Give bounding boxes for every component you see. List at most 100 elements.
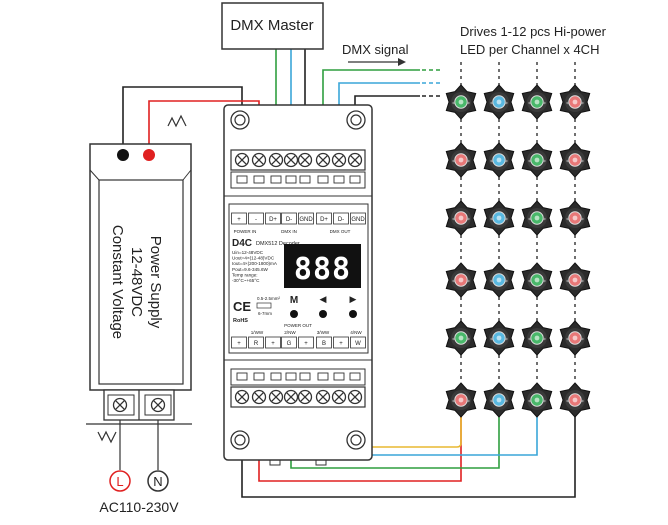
bottom-terminal-screw-2: [251, 389, 267, 405]
display-digits: 888: [294, 252, 351, 287]
bottom-terminal-label-8: W: [355, 341, 361, 347]
mains-voltage-label: AC110-230V: [99, 499, 179, 515]
bottom-terminal-label-7: +: [339, 341, 343, 347]
top-slot-2: [253, 175, 265, 184]
rohs-mark: RoHS: [233, 318, 248, 324]
ce-mark: CE: [233, 299, 251, 314]
led-r3-c3: [521, 200, 553, 236]
psu-label-1: Power Supply: [147, 236, 164, 329]
led-r1-c3: [521, 84, 553, 120]
wire-spec-1: 0.5-2.5mm²: [257, 296, 281, 301]
channel-label-2: 2/NW: [284, 330, 296, 335]
top-slot-7: [333, 175, 345, 184]
channel-label-3: 3/WW: [317, 330, 330, 335]
top-terminal-screw-4: [283, 152, 299, 168]
bottom-terminal-label-1: +: [237, 341, 241, 347]
top-terminal-label-5: GND: [299, 217, 313, 223]
drives-line-2: LED per Channel x 4CH: [460, 42, 599, 57]
psu-label-2: 12-48VDC: [128, 247, 145, 317]
down-button[interactable]: [319, 310, 327, 318]
mount-hole-tr: [346, 110, 366, 130]
top-slot-6: [317, 175, 329, 184]
bottom-terminal-label-2: R: [254, 341, 259, 347]
top-terminal-screw-2: [251, 152, 267, 168]
mount-hole-bl: [230, 430, 250, 450]
led-r2-c4: [559, 142, 591, 178]
bottom-slot-3: [270, 372, 282, 381]
led-r6-c1: [445, 382, 477, 418]
top-slot-5: [299, 175, 311, 184]
top-terminal-label-6: D+: [320, 217, 328, 223]
dmx-signal-label: DMX signal: [342, 42, 409, 57]
bottom-terminal-screw-1: [234, 389, 250, 405]
spec-line-3: Iout=4×(200-1800)mA: [232, 261, 278, 266]
psu-ac-screw-l: [112, 397, 128, 413]
top-terminal-screw-1: [234, 152, 250, 168]
led-grid: [445, 84, 591, 418]
spec-line-5: Temp range:: [232, 272, 258, 277]
top-slot-1: [236, 175, 248, 184]
spec-line-1: Uin=12-48VDC: [232, 250, 264, 255]
bottom-slot-1: [236, 372, 248, 381]
bottom-terminal-slots: [236, 372, 361, 381]
top-slot-4: [285, 175, 297, 184]
led-r6-c4: [559, 382, 591, 418]
channel-label-4: 4/NW: [350, 330, 362, 335]
power-out-label: POWER OUT: [284, 323, 312, 328]
bottom-slot-7: [333, 372, 345, 381]
bottom-terminal-screw-7: [331, 389, 347, 405]
spec-line-2: Uout=4×(12-48)VDC: [232, 256, 275, 261]
bottom-terminal-screw-5: [297, 389, 313, 405]
top-terminal-label-7: D-: [338, 217, 344, 223]
bottom-terminal-label-4: G: [287, 341, 292, 347]
decoder-specs: Uin=12-48VDCUout=4×(12-48)VDCIout=4×(200…: [232, 250, 278, 283]
led-r1-c2: [483, 84, 515, 120]
dmx-out-label: DMX OUT: [330, 229, 351, 234]
psu-positive-terminal: [143, 149, 155, 161]
led-r5-c1: [445, 320, 477, 356]
dmx-master-label: DMX Master: [230, 17, 313, 34]
up-button[interactable]: [349, 310, 357, 318]
wire-spec-2: 6-7mm: [258, 311, 272, 316]
led-r6-c2: [483, 382, 515, 418]
bottom-terminal-label-5: +: [304, 341, 308, 347]
bottom-slot-4: [285, 372, 297, 381]
top-terminal-label-8: GND: [351, 217, 365, 223]
top-terminal-screw-3: [268, 152, 284, 168]
led-r2-c2: [483, 142, 515, 178]
led-r5-c3: [521, 320, 553, 356]
led-r2-c1: [445, 142, 477, 178]
led-r2-c3: [521, 142, 553, 178]
top-terminal-slots: [236, 175, 361, 184]
led-r4-c4: [559, 262, 591, 298]
spec-line-6: -30°C~+65°C: [232, 278, 260, 283]
top-terminal-label-1: +: [237, 217, 241, 223]
bottom-slot-6: [317, 372, 329, 381]
decoder-model: D4C: [232, 238, 252, 249]
neutral-symbol: [147, 470, 169, 492]
button-m-label: M: [290, 295, 298, 306]
top-terminal-screw-8: [347, 152, 363, 168]
led-r3-c1: [445, 200, 477, 236]
led-r1-c4: [559, 84, 591, 120]
led-r1-c1: [445, 84, 477, 120]
power-in-label: POWER IN: [234, 229, 257, 234]
top-terminal-screw-6: [315, 152, 331, 168]
mode-button[interactable]: [290, 310, 298, 318]
dmx-in-label: DMX IN: [281, 229, 297, 234]
decoder-name: DMX512 Decoder: [256, 241, 300, 247]
power-supply: Power Supply 12-48VDC Constant Voltage: [86, 114, 192, 444]
bottom-terminal-screw-4: [283, 389, 299, 405]
bottom-terminal-screw-6: [315, 389, 331, 405]
led-r5-c4: [559, 320, 591, 356]
led-r3-c4: [559, 200, 591, 236]
button-left-label: ◀: [320, 294, 327, 304]
bottom-slot-2: [253, 372, 265, 381]
bottom-slot-8: [349, 372, 361, 381]
dmx-master-box: DMX Master: [221, 2, 324, 50]
dmx-signal-arrow: [348, 58, 406, 66]
top-terminal-label-2: -: [255, 217, 257, 223]
